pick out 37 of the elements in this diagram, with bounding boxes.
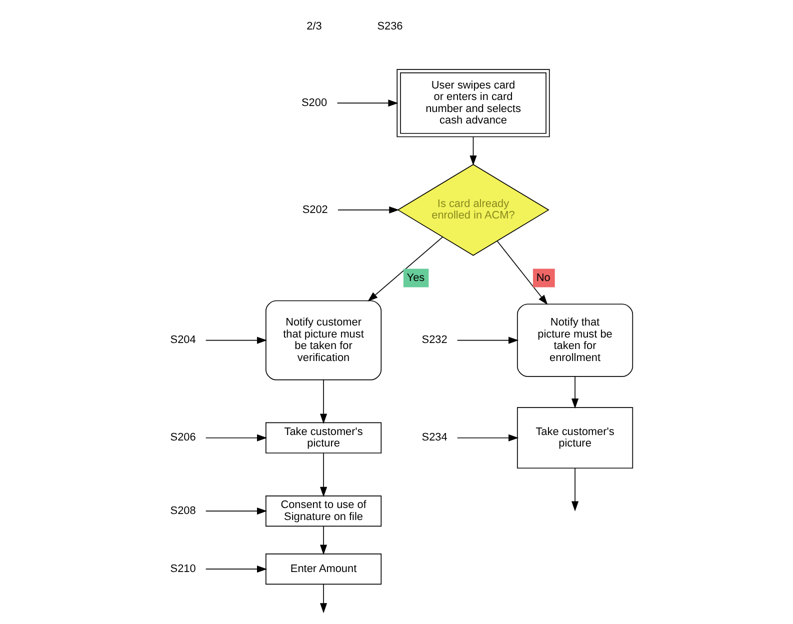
arrow [456,434,519,442]
node-box: User swipes card or enters in card number and selects cash advance [396,69,550,138]
node-text: S234 [422,432,448,444]
arrow [205,336,268,344]
node-text: S206 [170,432,196,444]
arrow [320,526,328,555]
node-text: S202 [302,204,328,216]
arrow [368,236,443,302]
arrow [205,508,268,515]
node-box: Take customer's picture [516,407,634,469]
node-box: Consent to use of Signature on file [266,495,382,527]
arrow [338,206,400,214]
arrow [571,376,579,409]
node-diamond: Is card already enrolled in ACM? [397,164,550,256]
arrow [320,452,328,498]
arrow [496,240,548,305]
node-text: S210 [170,562,196,575]
edge-label: No [536,272,550,284]
node-text: S200 [302,96,328,109]
node-text: S232 [422,334,448,346]
edge-label: Yes [406,272,425,284]
node-text: S208 [170,504,196,517]
node-box: Notify customer that picture must be taken for verification [266,300,382,380]
arrow [456,336,519,344]
label: S236 [377,20,403,32]
arrow [571,468,579,512]
node-box: Take customer's picture [266,422,382,454]
arrow [320,379,328,424]
node-box: Notify that picture must be taken for enrollment [516,304,634,377]
node-text: S204 [170,334,196,346]
label: 2/3 [306,20,322,32]
arrow [320,584,328,614]
node-box: Enter Amount [266,554,382,585]
arrow [205,566,268,573]
arrow [470,136,477,166]
arrow [205,434,268,442]
arrow [336,100,398,107]
